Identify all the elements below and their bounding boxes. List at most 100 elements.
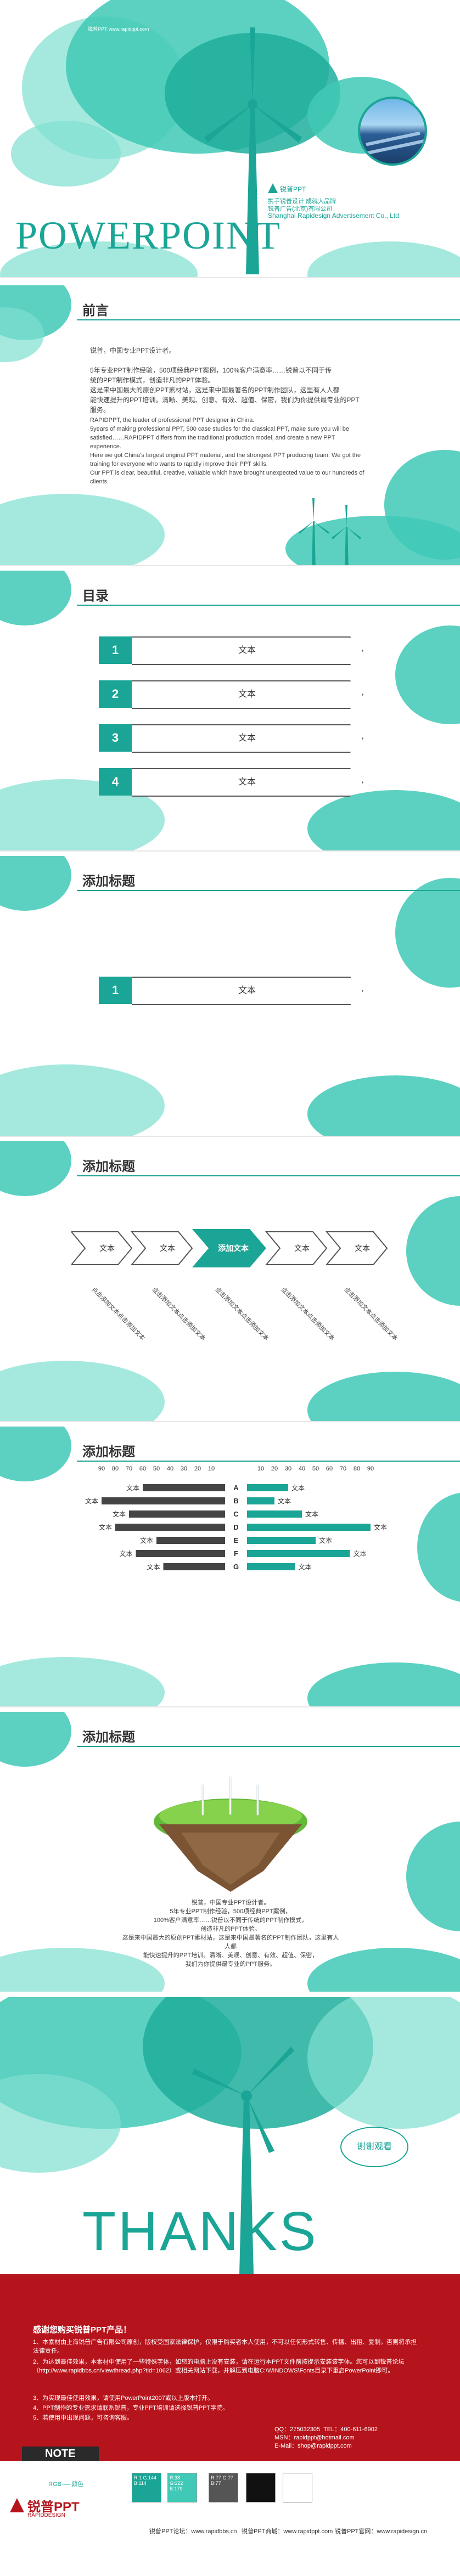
notes-item: 3、为实现最佳使用效果，请使用PowerPoint2007或以上版本打开。 xyxy=(33,2395,214,2402)
right-tick-label: 60 xyxy=(326,1465,333,1472)
bar-right xyxy=(247,1550,350,1557)
process-step-active[interactable]: 添加文本 xyxy=(218,1244,249,1253)
solar-photo-badge xyxy=(358,97,427,166)
rgb-label: RGB·—·颜色 xyxy=(48,2481,84,2488)
toc-item-label: 文本 xyxy=(132,768,363,797)
section1-slide: 添加标题 1 文本 xyxy=(0,856,460,1136)
preface-en-text: RAPIDPPT, the leader of professional PPT… xyxy=(90,417,364,485)
bar-right xyxy=(247,1524,371,1531)
process-diag-label: 点击添加文本点击添加文本 xyxy=(343,1286,399,1342)
thanks-stamp-text: 谢谢观看 xyxy=(356,2142,392,2151)
bar-left-label: 文本 xyxy=(119,1549,132,1558)
bar-right-label: 文本 xyxy=(299,1563,312,1571)
bar-right-label: 文本 xyxy=(291,1484,305,1492)
color-swatch: R:38 G:222 B:179 xyxy=(167,2473,197,2502)
notes-item: 2、为达到最佳效果，本素材中使用了一些特殊字体，如您的电脑上没有安装，请在运行本… xyxy=(33,2359,405,2374)
company-en: Shanghai Rapidesign Advertisement Co., L… xyxy=(268,212,401,219)
right-tick-label: 20 xyxy=(271,1465,278,1472)
bar-right xyxy=(247,1484,288,1491)
brand-logo-icon xyxy=(10,2498,24,2512)
bar-chart-title: 添加标题 xyxy=(82,1445,135,1459)
preface-cn-text: 锐普，中国专业PPT设计者。 5年专业PPT制作经验，500项经典PPT案例，1… xyxy=(90,347,360,414)
note-tab: NOTE xyxy=(22,2447,99,2461)
brand-cn: 锐普PPT xyxy=(280,185,306,193)
bar-left-label: 文本 xyxy=(140,1536,153,1545)
process-step[interactable]: 文本 xyxy=(99,1244,115,1253)
process-step[interactable]: 文本 xyxy=(355,1244,370,1253)
right-tick-label: 70 xyxy=(340,1465,346,1472)
bar-right xyxy=(247,1497,274,1504)
bar-left xyxy=(163,1563,225,1570)
tagline-cn: 携手锐普设计 成就大品牌 xyxy=(268,198,336,205)
process-slide: 添加标题 文本 文本 添加文本 文本 文本 点击添加文本点击添加文本 点击添加文… xyxy=(0,1141,460,1421)
toc-title: 目录 xyxy=(82,589,109,604)
left-tick-label: 40 xyxy=(167,1465,173,1472)
bar-left xyxy=(136,1550,225,1557)
notes-item: 5、若使用中出现问题，可咨询客服。 xyxy=(33,2415,133,2421)
left-tick-label: 70 xyxy=(126,1465,132,1472)
turbine-small-icon xyxy=(299,498,361,565)
notes-heading: 感谢您购买锐普PPT产品！ xyxy=(33,2325,132,2335)
toc-item-label: 文本 xyxy=(132,680,363,709)
bar-left-label: 文本 xyxy=(113,1510,126,1518)
left-tick-label: 60 xyxy=(139,1465,146,1472)
bottom-brand-en: RAPIDDESIGN xyxy=(27,2512,65,2518)
note-label: NOTE xyxy=(45,2448,76,2460)
bottom-link[interactable]: 锐普PPT官网：www.rapidesign.cn xyxy=(335,2528,428,2535)
toc-item-label: 文本 xyxy=(132,636,363,665)
bar-left xyxy=(102,1497,225,1504)
process-chevrons xyxy=(71,1229,388,1267)
cover-slide: 锐普PPT www.rapidppt.com 锐普PPT www.rapidpp… xyxy=(0,0,460,277)
preface-slide: 前言 锐普，中国专业PPT设计者。 5年专业PPT制作经验，500项经典PPT案… xyxy=(0,285,460,565)
top-small-1: 锐普PPT www.rapidppt.com xyxy=(88,26,149,32)
category-label: F xyxy=(234,1549,238,1558)
thanks-stamp: 谢谢观看 xyxy=(340,2127,408,2167)
toc-slide: 目录 1 文本 2 文本 3 文本 4 文本 xyxy=(0,571,460,850)
island-slide: 添加标题 锐普，中国专业PPT设计者。 5年专业PPT制作经验，500项经典PP… xyxy=(0,1712,460,1992)
left-tick-label: 10 xyxy=(208,1465,215,1472)
process-diag-label: 点击添加文本点击添加文本 xyxy=(90,1286,147,1342)
right-tick-label: 50 xyxy=(312,1465,319,1472)
left-tick-label: 50 xyxy=(153,1465,160,1472)
toc-item-number: 1 xyxy=(99,636,132,664)
category-label: A xyxy=(233,1484,239,1492)
bottom-link[interactable]: 锐普PPT论坛：www.rapidbbs.cn xyxy=(149,2528,237,2535)
process-title: 添加标题 xyxy=(82,1159,135,1174)
bar-left-label: 文本 xyxy=(99,1523,112,1531)
wind-turbine-graphic xyxy=(204,27,302,274)
process-step[interactable]: 文本 xyxy=(160,1244,175,1253)
island-text: 锐普，中国专业PPT设计者。 5年专业PPT制作经验，500项经典PPT案例， … xyxy=(122,1899,339,1968)
bar-right xyxy=(247,1510,302,1518)
right-tick-label: 30 xyxy=(285,1465,291,1472)
bar-right xyxy=(247,1537,316,1544)
process-step[interactable]: 文本 xyxy=(294,1244,310,1253)
bar-left-label: 文本 xyxy=(147,1563,160,1571)
bar-right-label: 文本 xyxy=(354,1549,367,1558)
usage-notes-panel: 感谢您购买锐普PPT产品！ 1、本素材由上海锐普广告有限公司原创，版权受国家法律… xyxy=(0,2274,460,2461)
notes-item: 4、PPT制作的专业需求请联系锐普，专业PPT培训请选择锐普PPT学院。 xyxy=(33,2405,229,2411)
bar-right-label: 文本 xyxy=(319,1536,332,1545)
preface-title: 前言 xyxy=(82,303,109,318)
island-title: 添加标题 xyxy=(82,1730,135,1745)
color-swatch: R:1 G:144 B:114 xyxy=(132,2473,161,2502)
bar-left xyxy=(115,1524,225,1531)
contact-info: QQ：275032305 TEL：400-611-6902 MSN：rapidp… xyxy=(274,2426,378,2449)
section1-title: 添加标题 xyxy=(82,874,135,889)
bottom-link[interactable]: 锐普PPT商城：www.rapidppt.com xyxy=(242,2528,333,2535)
right-tick-label: 10 xyxy=(257,1465,264,1472)
category-label: D xyxy=(233,1523,238,1531)
bar-left xyxy=(143,1484,225,1491)
left-tick-label: 90 xyxy=(98,1465,105,1472)
left-tick-label: 20 xyxy=(194,1465,201,1472)
top-small-2: 锐普PPT www.rapidppt.com xyxy=(340,26,402,32)
cover-title: POWERPOINT xyxy=(15,213,281,257)
color-swatch xyxy=(246,2473,276,2502)
section1-label: 文本 xyxy=(132,977,363,1005)
color-swatch xyxy=(283,2473,312,2502)
category-label: E xyxy=(234,1536,239,1545)
process-diag-label: 点击添加文本点击添加文本 xyxy=(279,1286,336,1342)
bar-left-label: 文本 xyxy=(85,1497,98,1505)
bar-right-label: 文本 xyxy=(305,1510,318,1518)
